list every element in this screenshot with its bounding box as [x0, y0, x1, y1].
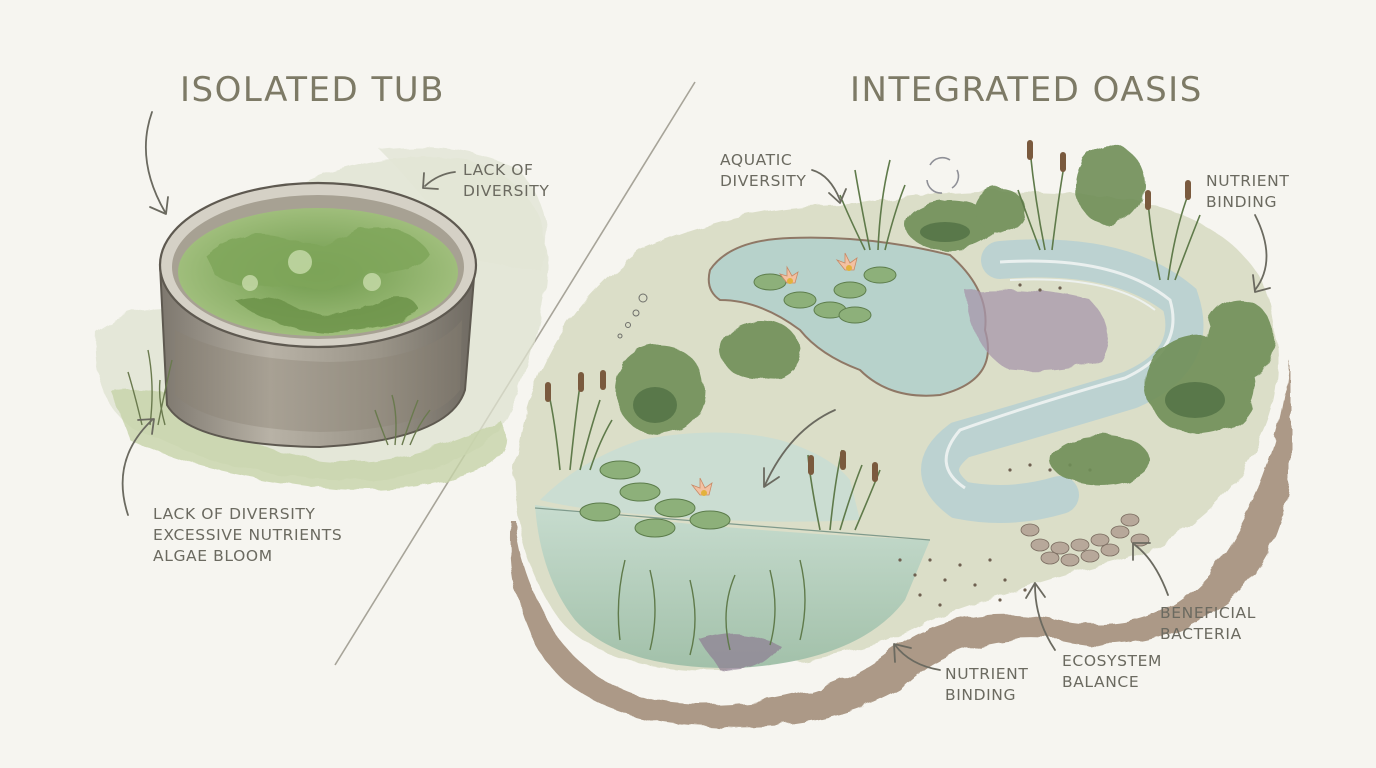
isolated-tub-illustration: [94, 147, 548, 490]
right-panel-title: INTEGRATED OASIS: [850, 70, 1203, 110]
label-lack-of-diversity-top: LACK OF DIVERSITY: [463, 161, 550, 200]
cycle-icon: [926, 156, 960, 194]
arrow-diversity-to-tub: [422, 171, 456, 190]
arrow-title-to-tub: [144, 111, 169, 215]
arrow-nutrient-bottom: [893, 643, 941, 671]
arrow-nutrient-top: [1252, 214, 1271, 293]
arrow-pond: [763, 409, 836, 488]
label-tub-problems: LACK OF DIVERSITY EXCESSIVE NUTRIENTS AL…: [153, 505, 343, 565]
left-panel-title: ISOLATED TUB: [180, 70, 445, 110]
label-beneficial-bacteria: BENEFICIAL BACTERIA: [1160, 604, 1256, 643]
label-nutrient-binding-top: NUTRIENT BINDING: [1206, 172, 1290, 211]
arrow-bacteria: [1132, 542, 1169, 596]
label-ecosystem-balance: ECOSYSTEM BALANCE: [1062, 652, 1162, 691]
arrow-aquatic: [811, 169, 847, 204]
integrated-oasis-illustration: [509, 140, 1290, 727]
label-nutrient-binding-bottom: NUTRIENT BINDING: [945, 665, 1029, 704]
arrow-bottom-to-tub: [121, 418, 155, 516]
label-aquatic-diversity: AQUATIC DIVERSITY: [720, 151, 807, 190]
arrow-ecosystem: [1025, 582, 1056, 651]
